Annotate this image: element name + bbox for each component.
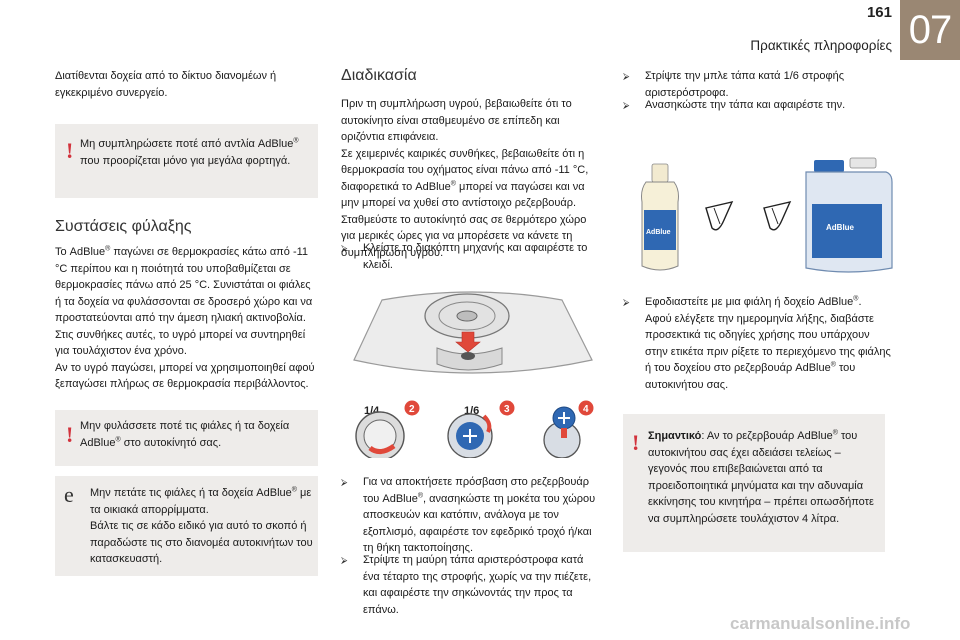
arrow-down-icon bbox=[455, 331, 481, 353]
adblue-containers-illustration: AdBlue AdBlue bbox=[636, 150, 898, 280]
svg-text:2: 2 bbox=[409, 404, 415, 415]
rotate-arrow-icon bbox=[368, 443, 396, 454]
funnel-nozzle-icon bbox=[763, 201, 792, 231]
storage-paragraph: Το AdBlue® παγώνει σε θερμοκρασίες κάτω … bbox=[55, 245, 315, 390]
svg-text:4: 4 bbox=[583, 404, 589, 415]
step-get-adblue: ⮚ Εφοδιαστείτε με μια φιάλη ή δοχείο AdB… bbox=[623, 295, 891, 391]
procedure-heading: Διαδικασία bbox=[341, 67, 417, 84]
warning-box-storage: ! Μην φυλάσσετε ποτέ τις φιάλες ή τα δοχ… bbox=[55, 410, 318, 466]
step-badge-2 bbox=[404, 400, 420, 416]
warning-storage-text: Μην φυλάσσετε ποτέ τις φιάλες ή τα δοχεί… bbox=[80, 420, 290, 449]
arrow-bullet-icon: ⮚ bbox=[623, 297, 630, 307]
arrow-bullet-icon: ⮚ bbox=[341, 243, 348, 253]
step-access-tank: ⮚ Για να αποκτήσετε πρόσβαση στο ρεζερβο… bbox=[341, 476, 596, 554]
arrow-bullet-icon: ⮚ bbox=[341, 477, 348, 487]
warning-pump-text: Μη συμπληρώσετε ποτέ από αντλία AdBlue® … bbox=[80, 137, 299, 167]
adblue-bottle-icon: AdBlue bbox=[641, 163, 679, 271]
trunk-adblue-illustration: 1/4 2 1/6 3 4 bbox=[342, 290, 604, 458]
page-number: 161 bbox=[866, 4, 892, 21]
warning-icon: ! bbox=[66, 138, 74, 163]
eco-text: Μην πετάτε τις φιάλες ή τα δοχεία AdBlue… bbox=[90, 486, 313, 565]
important-box: ! Σημαντικό: Αν το ρεζερβουάρ AdBlue® το… bbox=[623, 414, 885, 552]
step-badge-3 bbox=[499, 400, 515, 416]
svg-text:3: 3 bbox=[504, 404, 510, 415]
watermark: carmanualsonline.info bbox=[730, 614, 911, 633]
chapter-number-tab: 07 bbox=[900, 0, 960, 60]
arrow-bullet-icon: ⮚ bbox=[623, 100, 630, 110]
warning-icon: ! bbox=[66, 422, 74, 447]
filler-neck-icon bbox=[461, 352, 475, 360]
eco-box: e Μην πετάτε τις φιάλες ή τα δοχεία AdBl… bbox=[55, 476, 318, 576]
filler-adapter-icon bbox=[705, 201, 734, 231]
svg-text:AdBlue: AdBlue bbox=[826, 223, 855, 232]
step-lift-cap: ⮚ Ανασηκώστε την τάπα και αφαιρέστε την. bbox=[623, 97, 891, 114]
important-text: Σημαντικό: Αν το ρεζερβουάρ AdBlue® του … bbox=[648, 429, 874, 525]
step-badge-4 bbox=[578, 400, 594, 416]
adblue-canister-icon: AdBlue bbox=[805, 157, 893, 273]
arrow-bullet-icon: ⮚ bbox=[341, 555, 348, 565]
eco-leaf-icon: e bbox=[64, 482, 74, 507]
procedure-paragraph: Πριν τη συμπλήρωση υγρού, βεβαιωθείτε ότ… bbox=[341, 98, 589, 259]
step-blue-cap: ⮚ Στρίψτε την μπλε τάπα κατά 1/6 στροφής… bbox=[623, 70, 845, 99]
arrow-bullet-icon: ⮚ bbox=[623, 71, 630, 81]
step-black-cap: ⮚ Στρίψτε τη μαύρη τάπα αριστερόστροφα κ… bbox=[341, 554, 592, 616]
step-ignition-off: ⮚ Κλείστε το διακόπτη μηχανής και αφαιρέ… bbox=[341, 242, 588, 271]
intro-text: Διατίθενται δοχεία από το δίκτυο διανομέ… bbox=[55, 70, 277, 99]
svg-text:AdBlue: AdBlue bbox=[646, 229, 671, 236]
storage-heading: Συστάσεις φύλαξης bbox=[55, 218, 192, 235]
warning-box-pump: ! Μη συμπληρώσετε ποτέ από αντλία AdBlue… bbox=[55, 124, 318, 198]
warning-icon: ! bbox=[632, 430, 640, 455]
chapter-title: Πρακτικές πληροφορίες bbox=[750, 38, 892, 53]
